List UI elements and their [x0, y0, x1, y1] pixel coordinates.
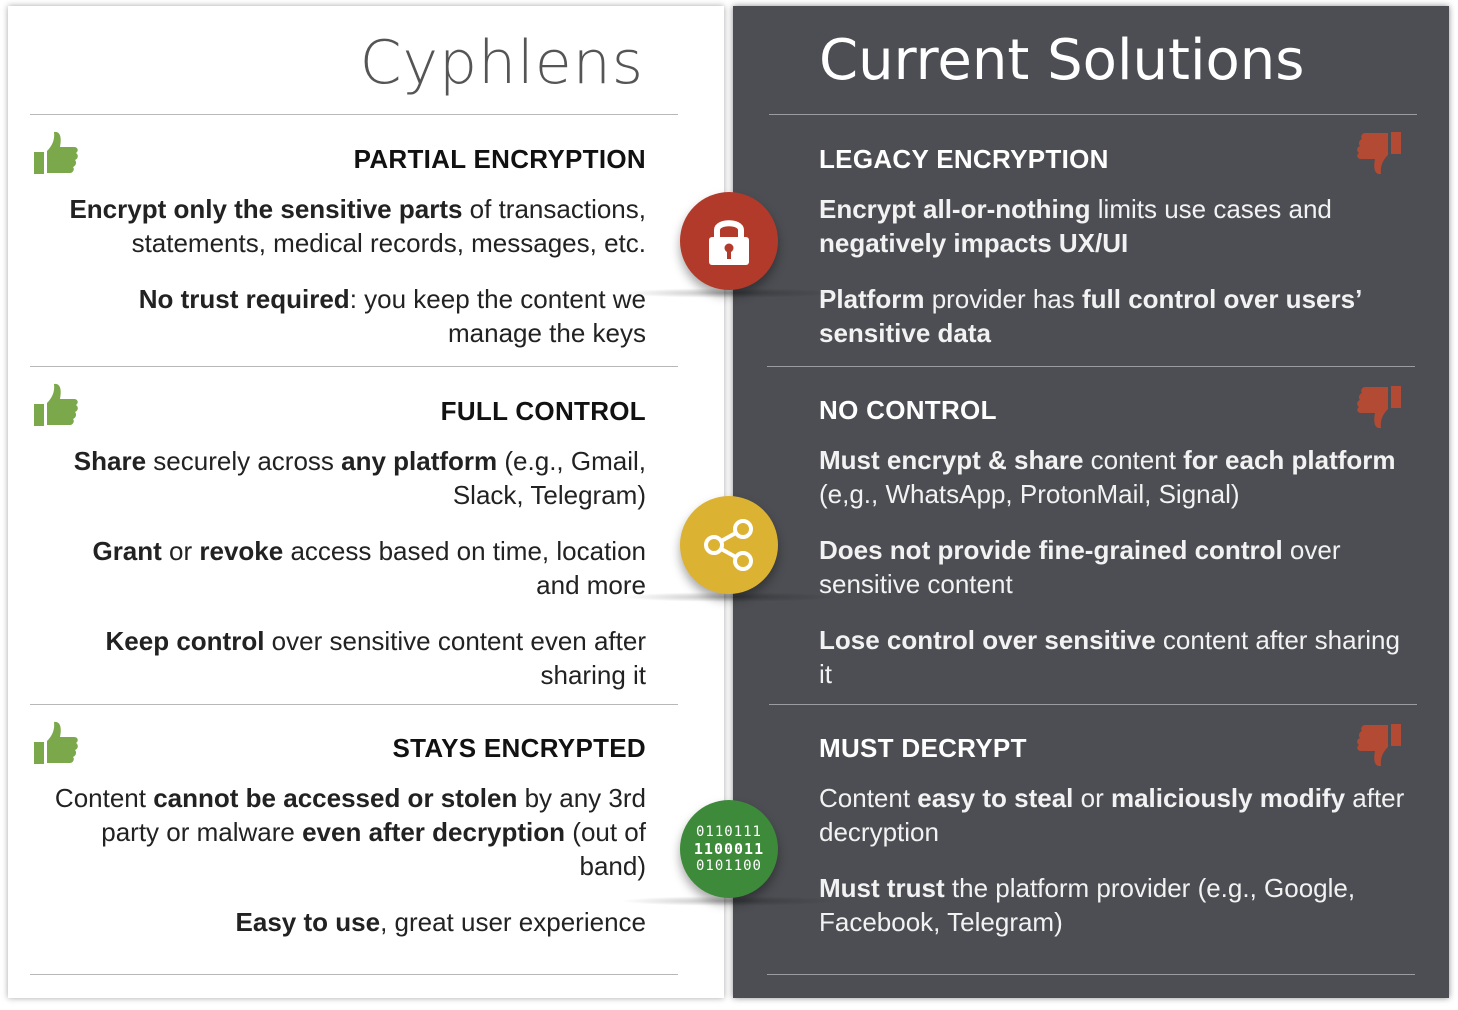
- divider: [30, 704, 678, 705]
- divider: [769, 704, 1417, 705]
- section-heading: LEGACY ENCRYPTION: [819, 144, 1109, 174]
- divider: [769, 114, 1417, 115]
- divider: [767, 974, 1415, 975]
- current-solutions-title: Current Solutions: [819, 28, 1305, 93]
- share-badge: [680, 496, 778, 594]
- thumbs-up-icon: [34, 131, 78, 174]
- current-solutions-panel: Current Solutions LEGACY ENCRYPTION Encr…: [733, 6, 1449, 998]
- section-stays-encrypted: STAYS ENCRYPTED Content cannot be access…: [46, 733, 646, 961]
- section-heading: STAYS ENCRYPTED: [392, 733, 646, 763]
- badge-shadow: [620, 288, 840, 298]
- binary-line: 1100011: [693, 839, 765, 858]
- limitation-point: Must encrypt & share content for each pl…: [819, 445, 1396, 509]
- thumbs-down-icon: [1357, 132, 1401, 175]
- limitation-point: Does not provide fine-grained control ov…: [819, 535, 1341, 599]
- cyphlens-panel: Cyphlens PARTIAL ENCRYPTION Encrypt only…: [8, 6, 724, 998]
- section-partial-encryption: PARTIAL ENCRYPTION Encrypt only the sens…: [46, 144, 646, 372]
- feature-point: Keep control over sensitive content even…: [105, 626, 646, 690]
- thumbs-down-icon: [1357, 386, 1401, 429]
- section-heading: MUST DECRYPT: [819, 733, 1027, 763]
- limitation-point: Lose control over sensitive content afte…: [819, 625, 1400, 689]
- thumbs-up-icon: [34, 721, 78, 764]
- thumbs-down-icon: [1357, 724, 1401, 767]
- divider: [30, 366, 678, 367]
- feature-point: Easy to use, great user experience: [235, 907, 646, 937]
- divider: [767, 366, 1415, 367]
- feature-point: Encrypt only the sensitive parts of tran…: [69, 194, 646, 258]
- lock-icon: [709, 220, 749, 265]
- section-heading: PARTIAL ENCRYPTION: [353, 144, 646, 174]
- feature-point: Share securely across any platform (e.g.…: [73, 446, 646, 510]
- feature-point: Content cannot be accessed or stolen by …: [54, 783, 646, 881]
- limitation-point: Must trust the platform provider (e.g., …: [819, 873, 1356, 937]
- lock-badge: [680, 192, 778, 290]
- section-heading: FULL CONTROL: [440, 396, 646, 426]
- section-heading: NO CONTROL: [819, 395, 997, 425]
- feature-point: Grant or revoke access based on time, lo…: [92, 536, 646, 600]
- badge-shadow: [620, 896, 840, 906]
- binary-badge: 0110111 1100011 0101100: [680, 800, 778, 898]
- divider: [30, 114, 678, 115]
- section-no-control: NO CONTROL Must encrypt & share content …: [819, 395, 1409, 713]
- cyphlens-title: Cyphlens: [359, 28, 644, 98]
- binary-line: 0101100: [695, 857, 762, 874]
- thumbs-up-icon: [34, 383, 78, 426]
- feature-point: No trust required: you keep the content …: [138, 284, 646, 348]
- section-full-control: FULL CONTROL Share securely across any p…: [46, 396, 646, 714]
- section-must-decrypt: MUST DECRYPT Content easy to steal or ma…: [819, 733, 1409, 961]
- divider: [30, 974, 678, 975]
- binary-icon: 0110111 1100011 0101100: [694, 824, 764, 875]
- limitation-point: Content easy to steal or maliciously mod…: [819, 783, 1405, 847]
- limitation-point: Encrypt all-or-nothing limits use cases …: [819, 194, 1332, 258]
- share-icon: [704, 519, 753, 571]
- binary-line: 0110111: [695, 823, 762, 840]
- section-legacy-encryption: LEGACY ENCRYPTION Encrypt all-or-nothing…: [819, 144, 1409, 372]
- badge-shadow: [620, 592, 840, 602]
- limitation-point: Platform provider has full control over …: [819, 284, 1361, 348]
